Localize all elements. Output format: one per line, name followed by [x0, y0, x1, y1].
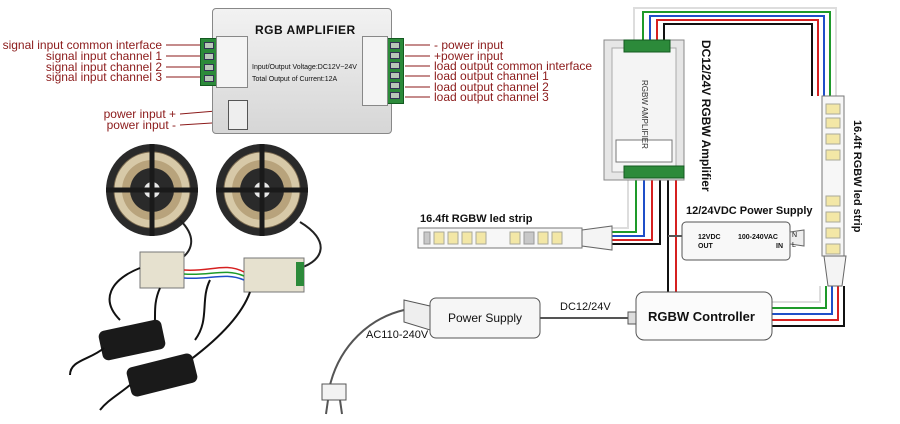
amplifier-model-label: DC12/24V RGBW Amplifier [699, 40, 713, 192]
label-signal-ch3: signal input channel 3 [45, 70, 162, 84]
psu-small-label: 12/24VDC Power Supply [686, 205, 813, 217]
power-supply-label: Power Supply [448, 311, 523, 325]
rgb-amplifier-spec-voltage: Input/Output Voltage:DC12V~24V [252, 64, 357, 71]
psu-small-out: OUT [698, 243, 713, 250]
label-load-ch3: load output channel 3 [434, 90, 549, 104]
signal-input-plug [216, 36, 248, 88]
psu-small-in: IN [776, 243, 783, 250]
label-signal-ch1: signal input channel 1 [45, 49, 162, 63]
label-load-common: load output common interface [434, 59, 593, 73]
amplifier-device-text: RGBW AMPLIFIER [640, 80, 649, 149]
label-signal-ch2: signal input channel 2 [45, 60, 162, 74]
rgb-amplifier-spec-current: Total Output of Current:12A [252, 76, 338, 83]
psu-small-n: N [792, 232, 798, 239]
psu-small-12vdc: 12VDC [698, 234, 721, 241]
ac-voltage-label: AC110-240V [366, 329, 429, 341]
load-output-plug [362, 36, 388, 106]
psu-small-acin: 100-240VAC [738, 234, 778, 241]
label-load-ch1: load output channel 1 [434, 69, 549, 83]
psu-small-l: L [792, 242, 796, 249]
signal-input-terminal [200, 38, 218, 86]
label-signal-common: signal input common interface [2, 38, 162, 52]
label-power-input-minus: - power input [434, 38, 504, 52]
label-power-minus: power input - [106, 118, 176, 132]
dc-voltage-label: DC12/24V [560, 301, 611, 313]
power-input-terminal [228, 100, 248, 130]
label-power-plus: power input + [103, 107, 176, 121]
rgbw-controller-label: RGBW Controller [648, 309, 755, 324]
strip-left-label: 16.4ft RGBW led strip [420, 213, 533, 225]
label-load-ch2: load output channel 2 [434, 80, 549, 94]
label-power-input-plus: +power input [434, 49, 504, 63]
led-reel-left [106, 144, 198, 236]
load-output-terminal [386, 38, 404, 104]
rgb-amplifier-title: RGB AMPLIFIER [255, 23, 356, 37]
led-reel-right [216, 144, 308, 236]
strip-right-label: 16.4ft RGBW led strip [851, 120, 863, 233]
